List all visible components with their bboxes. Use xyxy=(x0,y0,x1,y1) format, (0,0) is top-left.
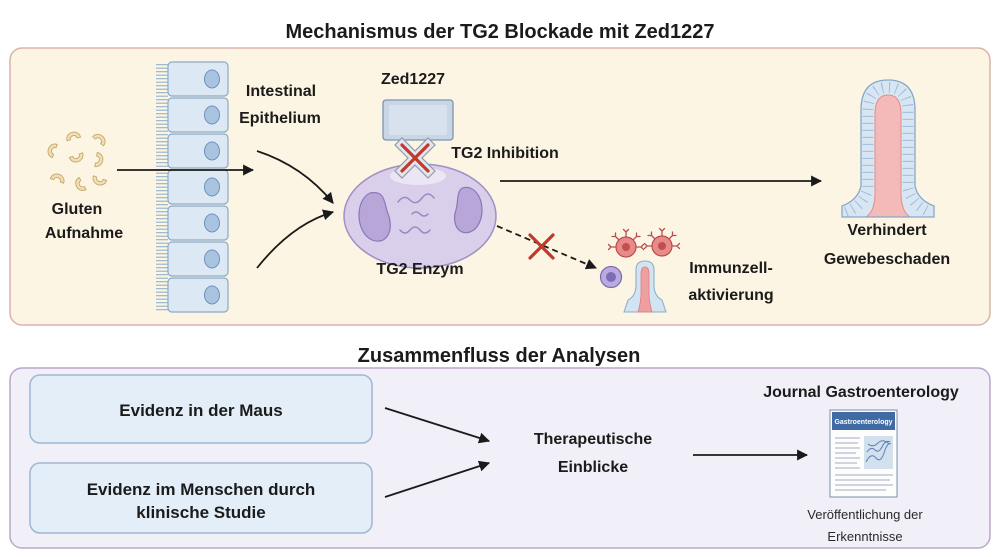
intestinal-epithelium-icon xyxy=(156,61,229,313)
enzyme-label: TG2 Enzym xyxy=(376,261,463,278)
gluten-label-line2: Aufnahme xyxy=(45,225,123,242)
insights-label: Therapeutische xyxy=(534,431,652,448)
inflamed-villus-icon xyxy=(623,260,667,313)
mechanism-panel xyxy=(9,47,991,326)
human-to-insights-arrow xyxy=(384,460,491,498)
blocked-immune-arrow xyxy=(496,225,598,270)
intestinal-villus-icon xyxy=(841,79,935,218)
evidence-mouse-label: Evidenz in der Maus xyxy=(119,401,282,420)
publication-label: Veröffentlichung der xyxy=(807,507,923,522)
page-title: Mechanismus der TG2 Blockade mit Zed1227 xyxy=(285,21,714,43)
red-x-icon xyxy=(528,233,555,260)
journal-label: Journal Gastroenterology xyxy=(763,384,959,401)
activated-immune-cell-icon xyxy=(643,227,681,257)
inhibition-label: TG2 Inhibition xyxy=(451,145,559,162)
immune-cells-icon xyxy=(599,227,681,313)
analysis-title: Zusammenfluss der Analysen xyxy=(358,345,641,367)
upper-curved-arrow xyxy=(256,150,334,204)
epithelium-label: Intestinal xyxy=(246,83,316,100)
lower-curved-arrow xyxy=(256,209,335,269)
evidence-box-human xyxy=(29,462,373,534)
inhibitor-label: Zed1227 xyxy=(381,71,445,88)
journal-cover-icon: Gastroenterology xyxy=(829,409,898,498)
mouse-to-insights-arrow xyxy=(384,407,491,444)
gluten-label: Gluten xyxy=(52,201,103,218)
activated-immune-cell-icon xyxy=(607,228,645,258)
insights-label-line2: Einblicke xyxy=(558,459,628,476)
tg2-enzyme-icon xyxy=(343,163,497,269)
immune-activation-label-line2: aktivierung xyxy=(688,287,773,304)
journal-cover-title: Gastroenterology xyxy=(835,419,893,426)
outcome-label-line2: Gewebeschaden xyxy=(824,251,950,268)
immune-activation-label: Immunzell- xyxy=(689,260,773,277)
outcome-label: Verhindert xyxy=(847,222,927,239)
gluten-fragments-icon xyxy=(47,131,108,191)
epithelium-label-line2: Epithelium xyxy=(239,110,321,127)
evidence-box-mouse xyxy=(29,374,373,444)
evidence-human-label: Evidenz im Menschen durch xyxy=(87,480,316,499)
immune-cell-icon xyxy=(599,265,623,289)
publication-label-line2: Erkenntnisse xyxy=(827,529,902,544)
evidence-human-label-line2: klinische Studie xyxy=(136,503,265,522)
red-x-icon xyxy=(400,143,430,173)
